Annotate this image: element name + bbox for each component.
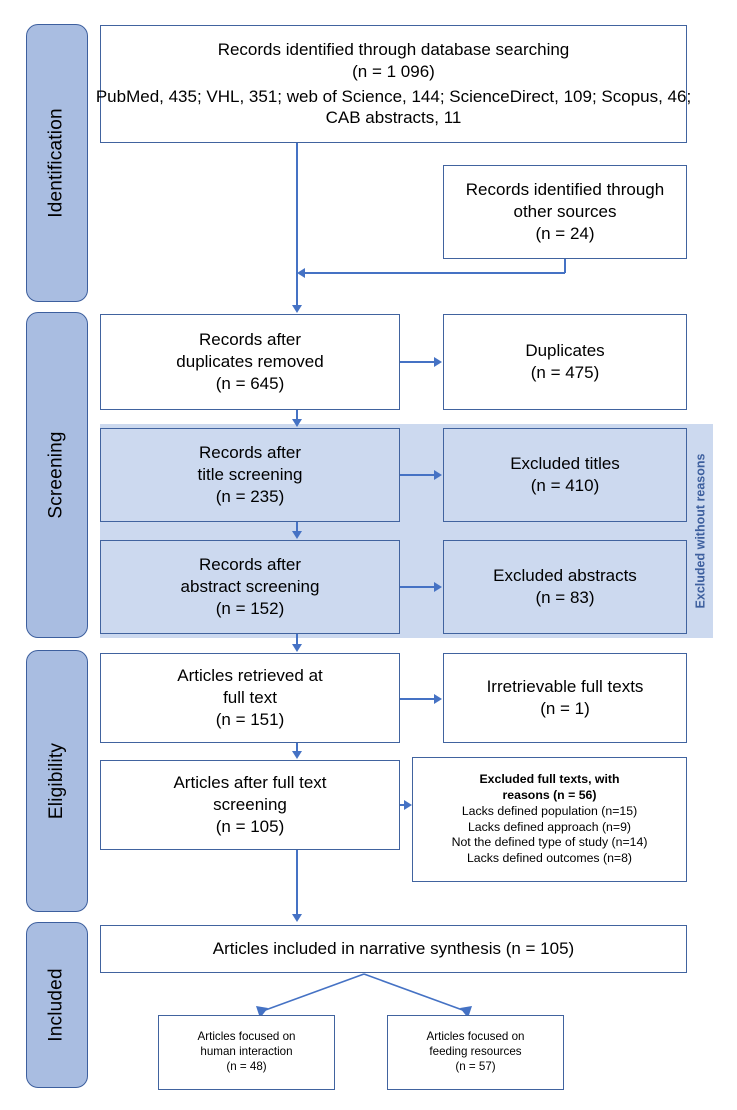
dup-line-2: (n = 475) bbox=[530, 363, 600, 382]
stage-label-identification-text: Identification bbox=[46, 108, 68, 218]
feeding-line-1: Articles focused on bbox=[426, 1030, 525, 1044]
excreason-heading-2: reasons (n = 56) bbox=[502, 788, 597, 803]
stage-label-eligibility: Eligibility bbox=[26, 650, 88, 912]
irretr-line-2: (n = 1) bbox=[540, 699, 590, 718]
exctitle-line-2: (n = 410) bbox=[530, 476, 600, 495]
arrow-into-abstract-screening bbox=[292, 531, 302, 539]
arrow-db-into-duplicates-row bbox=[292, 305, 302, 313]
afterdup-line-2: duplicates removed bbox=[176, 352, 324, 372]
excabs-line-1: Excluded abstracts bbox=[493, 566, 637, 586]
dup-line-1: Duplicates bbox=[525, 341, 605, 361]
aftertext-line-1: Articles after full text bbox=[173, 773, 327, 793]
box-excluded-titles: Excluded titles (n = 410) bbox=[443, 428, 687, 522]
box-retrieved-full-text: Articles retrieved at full text (n = 151… bbox=[100, 653, 400, 743]
title-line-2: title screening bbox=[197, 465, 303, 485]
connector-afterdup-down bbox=[296, 410, 298, 420]
connector-afterdup-to-duplicates bbox=[400, 361, 435, 363]
connector-other-left bbox=[305, 272, 565, 274]
box-after-duplicates: Records after duplicates removed (n = 64… bbox=[100, 314, 400, 410]
box-excluded-with-reasons: Excluded full texts, with reasons (n = 5… bbox=[412, 757, 687, 882]
irretr-line-1: Irretrievable full texts bbox=[486, 677, 644, 697]
other-line-3: (n = 24) bbox=[535, 223, 595, 243]
db-line-2: (n = 1 096) bbox=[352, 61, 435, 81]
stage-label-screening-text: Screening bbox=[46, 431, 68, 519]
arrow-into-excluded-abstracts bbox=[434, 582, 442, 592]
excreason-heading-1: Excluded full texts, with bbox=[479, 772, 620, 787]
connector-other-down bbox=[564, 259, 566, 273]
connector-title-down bbox=[296, 522, 298, 532]
feeding-line-3: (n = 57) bbox=[455, 1059, 496, 1073]
aftertext-line-2: screening bbox=[213, 795, 287, 815]
box-after-full-text-screening: Articles after full text screening (n = … bbox=[100, 760, 400, 850]
arrow-into-title-screening bbox=[292, 419, 302, 427]
arrow-into-retrieved-full-text bbox=[292, 644, 302, 652]
human-line-1: Articles focused on bbox=[197, 1030, 296, 1044]
stage-label-included: Included bbox=[26, 922, 88, 1088]
box-narrative-synthesis: Articles included in narrative synthesis… bbox=[100, 925, 687, 973]
db-detail-2: CAB abstracts, 11 bbox=[325, 108, 462, 128]
stage-label-eligibility-text: Eligibility bbox=[46, 742, 67, 820]
abs-line-3: (n = 152) bbox=[215, 598, 285, 618]
stage-label-included-text: Included bbox=[46, 968, 67, 1042]
db-line-1: Records identified through database sear… bbox=[217, 40, 570, 59]
box-excluded-abstracts: Excluded abstracts (n = 83) bbox=[443, 540, 687, 634]
stage-label-screening: Screening bbox=[26, 312, 88, 638]
synthesis-line-1: Articles included in narrative synthesis… bbox=[212, 939, 575, 959]
other-line-2: other sources bbox=[513, 202, 617, 222]
human-line-3: (n = 48) bbox=[226, 1059, 267, 1073]
abs-line-1: Records after bbox=[198, 555, 302, 575]
box-irretrievable-full-texts: Irretrievable full texts (n = 1) bbox=[443, 653, 687, 743]
excreason-item-2: Lacks defined approach (n=9) bbox=[467, 819, 632, 834]
box-human-interaction: Articles focused on human interaction (n… bbox=[158, 1015, 335, 1090]
box-feeding-resources: Articles focused on feeding resources (n… bbox=[387, 1015, 564, 1090]
abs-line-2: abstract screening bbox=[180, 577, 320, 597]
box-duplicates: Duplicates (n = 475) bbox=[443, 314, 687, 410]
arrow-into-irretrievable bbox=[434, 694, 442, 704]
aftertext-line-3: (n = 105) bbox=[215, 816, 285, 836]
box-other-sources: Records identified through other sources… bbox=[443, 165, 687, 259]
arrow-into-full-text-screening bbox=[292, 751, 302, 759]
afterdup-line-1: Records after bbox=[198, 330, 302, 350]
connector-fulltext-down bbox=[296, 850, 298, 916]
excluded-without-reasons-label: Excluded without reasons bbox=[687, 424, 713, 638]
retr-line-2: full text bbox=[223, 688, 277, 708]
exctitle-line-1: Excluded titles bbox=[510, 454, 620, 474]
db-detail-1: PubMed, 435; VHL, 351; web of Science, 1… bbox=[95, 86, 692, 106]
arrow-into-excluded-titles bbox=[434, 470, 442, 480]
box-database-searching: Records identified through database sear… bbox=[96, 25, 691, 143]
other-line-1: Records identified through bbox=[465, 180, 665, 200]
excabs-line-2: (n = 83) bbox=[535, 588, 595, 607]
arrow-into-excluded-reasons bbox=[404, 800, 412, 810]
connector-abstract-to-excluded bbox=[400, 586, 435, 588]
title-line-1: Records after bbox=[198, 443, 302, 463]
stage-label-identification: Identification bbox=[26, 24, 88, 302]
arrow-other-into-trunk bbox=[297, 268, 305, 278]
connector-abstract-down bbox=[296, 634, 298, 645]
connector-title-to-excluded bbox=[400, 474, 435, 476]
retr-line-1: Articles retrieved at bbox=[177, 666, 323, 686]
arrow-into-duplicates bbox=[434, 357, 442, 367]
retr-line-3: (n = 151) bbox=[215, 709, 285, 729]
excreason-item-3: Not the defined type of study (n=14) bbox=[451, 835, 648, 850]
connector-fulltext-to-reasons bbox=[400, 804, 405, 806]
human-line-2: human interaction bbox=[200, 1045, 293, 1059]
feeding-line-2: feeding resources bbox=[429, 1045, 522, 1059]
box-after-title-screening: Records after title screening (n = 235) bbox=[100, 428, 400, 522]
arrow-into-narrative-synthesis bbox=[292, 914, 302, 922]
connector-retrieved-down bbox=[296, 743, 298, 752]
band-label-text: Excluded without reasons bbox=[693, 453, 708, 609]
title-line-3: (n = 235) bbox=[215, 486, 285, 506]
box-after-abstract-screening: Records after abstract screening (n = 15… bbox=[100, 540, 400, 634]
connector-db-down bbox=[296, 143, 298, 311]
excreason-item-4: Lacks defined outcomes (n=8) bbox=[466, 850, 633, 865]
connector-retrieved-to-irretrievable bbox=[400, 698, 435, 700]
excreason-item-1: Lacks defined population (n=15) bbox=[461, 803, 638, 818]
afterdup-line-3: (n = 645) bbox=[215, 373, 285, 393]
